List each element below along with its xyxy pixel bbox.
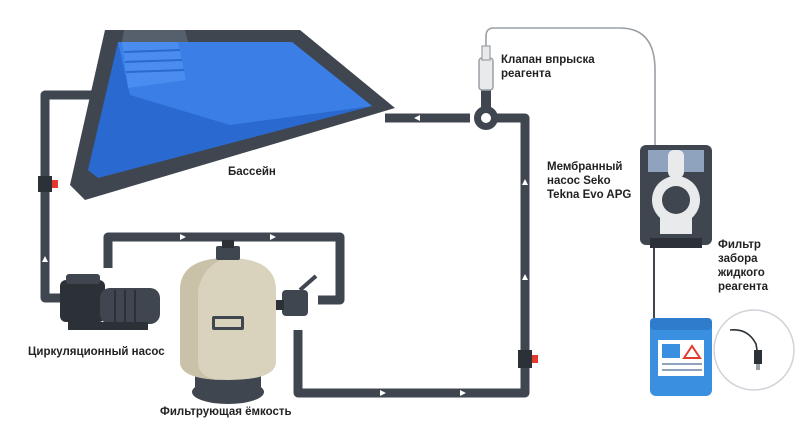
- flow-arrow: [522, 274, 528, 280]
- pipe-network: [40, 90, 530, 398]
- flow-arrow: [522, 179, 528, 185]
- circulation-pump-label: Циркуляционный насос: [28, 346, 165, 358]
- pipe-filter-to-return: [293, 113, 530, 398]
- dosing-pump-label: Мембранный насос Seko Tekna Evo APG: [547, 161, 632, 201]
- ball-valve-icon: [518, 350, 538, 368]
- filter-tank-label: Фильтрующая ёмкость: [160, 406, 292, 418]
- injection-valve-label: Клапан впрыска реагента: [501, 54, 595, 80]
- flow-arrow: [460, 390, 466, 396]
- suction-filter-label: Фильтр забора жидкого реагента: [718, 239, 768, 293]
- pipe-pool-to-pump: [40, 90, 95, 303]
- canister-icon: [650, 318, 712, 396]
- flow-arrow: [380, 390, 386, 396]
- pipe-pump-to-filter: [103, 232, 345, 305]
- flow-arrow: [180, 234, 186, 240]
- flow-arrow: [42, 256, 48, 262]
- pool-icon: [70, 30, 395, 200]
- ball-valve-icon: [38, 176, 58, 192]
- suction-filter-icon: [713, 309, 795, 391]
- circulation-pump-icon: [60, 274, 160, 330]
- flow-arrow: [414, 115, 420, 121]
- injection-valve-icon: [474, 45, 498, 130]
- pool-label: Бассейн: [228, 166, 276, 178]
- flow-arrow: [270, 234, 276, 240]
- dosing-pump-icon: [640, 145, 712, 248]
- dosing-line: [485, 27, 656, 150]
- filter-tank-icon: [180, 240, 318, 404]
